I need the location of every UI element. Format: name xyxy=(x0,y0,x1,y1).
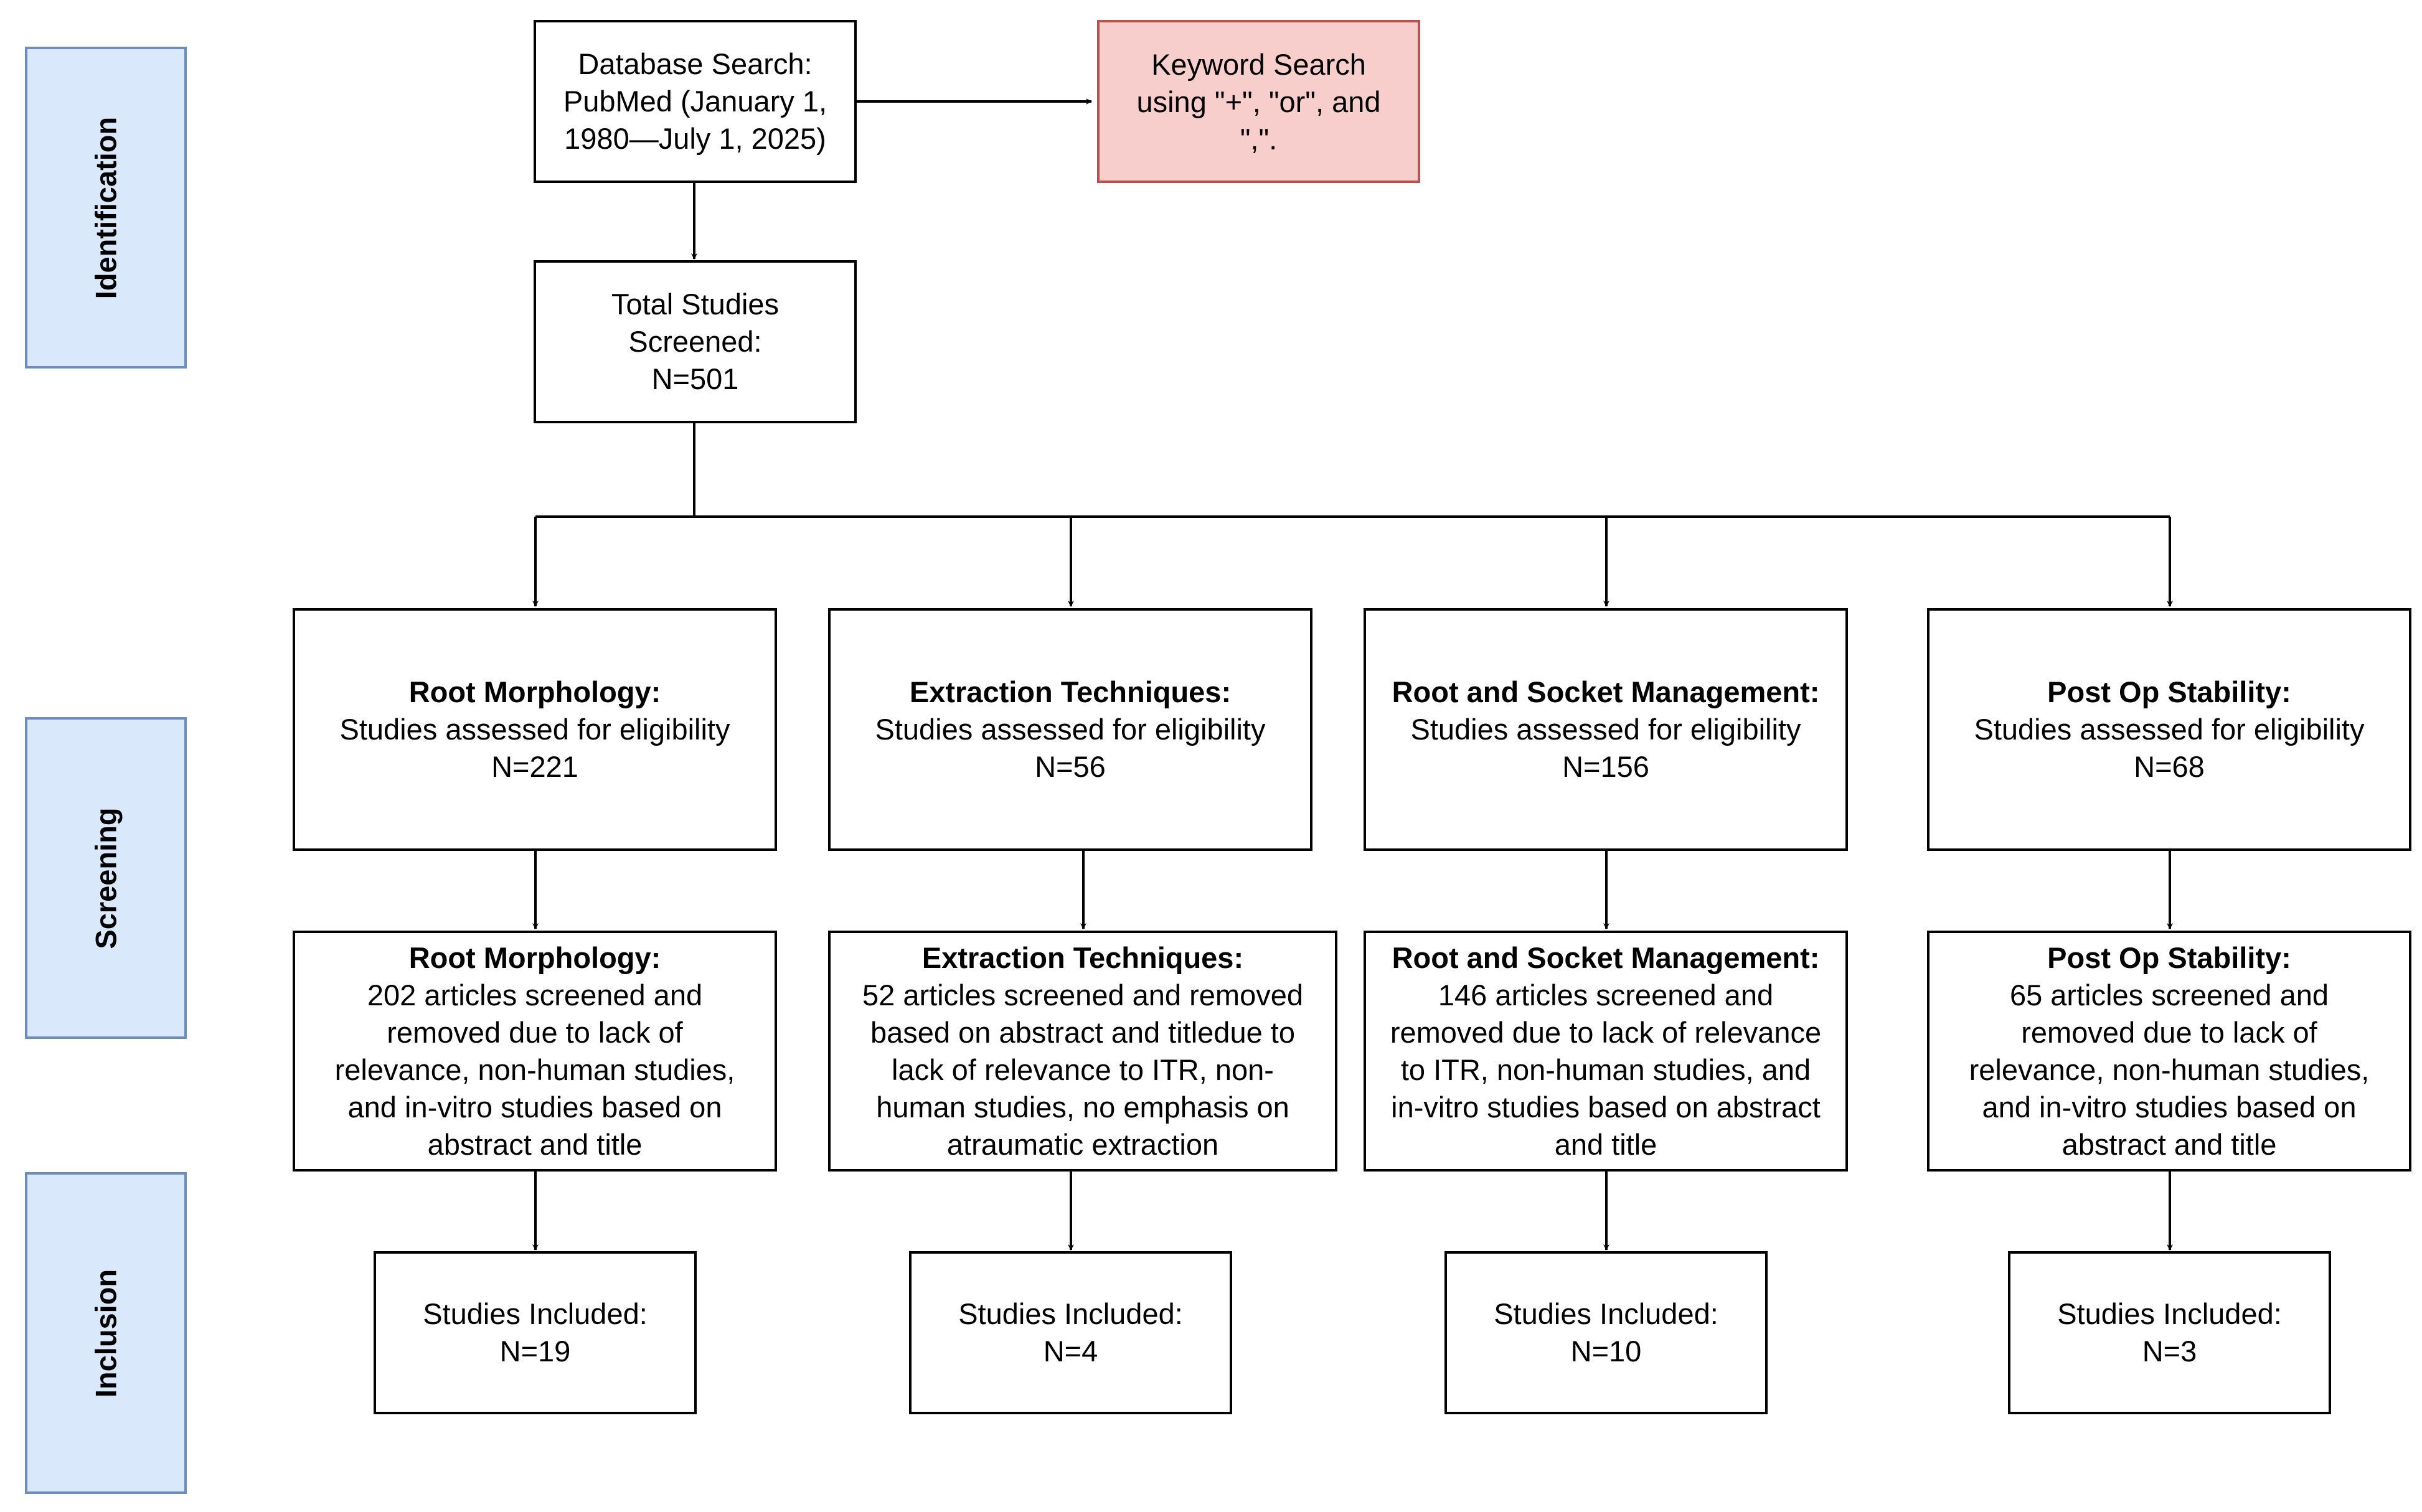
eligibility-text: Studies assessed for eligibility xyxy=(1410,713,1801,746)
database-search-line-1: Database Search: xyxy=(578,47,813,80)
database-search-box: Database Search: PubMed (January 1, 1980… xyxy=(534,20,857,183)
database-search-line-3: 1980—July 1, 2025) xyxy=(564,122,826,155)
screened-box-extraction-techniques: Extraction Techniques: 52 articles scree… xyxy=(828,931,1337,1172)
screened-line: to ITR, non-human studies, and xyxy=(1400,1053,1811,1086)
keyword-search-line-3: ",". xyxy=(1240,123,1278,156)
total-studies-line-2: Screened: xyxy=(628,325,762,358)
screened-line: lack of relevance to ITR, non- xyxy=(892,1053,1274,1086)
screened-line: and title xyxy=(1554,1127,1657,1161)
eligibility-box-post-op-stability: Post Op Stability: Studies assessed for … xyxy=(1927,608,2411,851)
screened-line: removed due to lack of relevance xyxy=(1390,1015,1822,1049)
included-count: N=10 xyxy=(1570,1335,1642,1368)
included-box-root-morphology: Studies Included: N=19 xyxy=(374,1251,697,1414)
total-studies-box: Total Studies Screened: N=501 xyxy=(534,260,857,423)
eligibility-title: Root Morphology: xyxy=(408,675,661,708)
eligibility-count: N=56 xyxy=(1035,750,1106,783)
screened-line: abstract and title xyxy=(427,1127,643,1161)
screened-line: removed due to lack of xyxy=(387,1015,683,1049)
included-label: Studies Included: xyxy=(2057,1297,2282,1330)
eligibility-text: Studies assessed for eligibility xyxy=(1974,713,2365,746)
screened-line: abstract and title xyxy=(2062,1127,2277,1161)
phase-inclusion: Inclusion xyxy=(25,1172,187,1494)
phase-screening-label: Screening xyxy=(89,807,123,949)
included-box-post-op-stability: Studies Included: N=3 xyxy=(2008,1251,2331,1414)
screened-line: relevance, non-human studies, xyxy=(1969,1053,2370,1086)
included-count: N=3 xyxy=(2142,1335,2197,1368)
included-box-extraction-techniques: Studies Included: N=4 xyxy=(909,1251,1232,1414)
screened-line: human studies, no emphasis on xyxy=(876,1090,1289,1124)
eligibility-title: Root and Socket Management: xyxy=(1392,675,1820,708)
keyword-search-box: Keyword Search using "+", "or", and ",". xyxy=(1097,20,1420,183)
screened-line: atraumatic extraction xyxy=(946,1127,1219,1161)
screened-line: and in-vitro studies based on xyxy=(347,1090,722,1124)
phase-inclusion-label: Inclusion xyxy=(89,1269,123,1397)
screened-title: Root Morphology: xyxy=(408,941,661,974)
included-label: Studies Included: xyxy=(1494,1297,1718,1330)
eligibility-title: Post Op Stability: xyxy=(2047,675,2291,708)
total-studies-line-3: N=501 xyxy=(651,362,739,395)
screened-box-post-op-stability: Post Op Stability: 65 articles screened … xyxy=(1927,931,2411,1172)
eligibility-box-extraction-techniques: Extraction Techniques: Studies assessed … xyxy=(828,608,1312,851)
eligibility-box-root-socket-management: Root and Socket Management: Studies asse… xyxy=(1364,608,1848,851)
screened-line: removed due to lack of xyxy=(2021,1015,2317,1049)
total-studies-line-1: Total Studies xyxy=(611,288,780,321)
branch-line xyxy=(535,423,2170,518)
screened-title: Root and Socket Management: xyxy=(1392,941,1820,974)
phase-identification: Identification xyxy=(25,47,187,369)
eligibility-count: N=221 xyxy=(491,750,578,783)
screened-box-root-socket-management: Root and Socket Management: 146 articles… xyxy=(1364,931,1848,1172)
phase-screening: Screening xyxy=(25,717,187,1039)
keyword-search-line-2: using "+", "or", and xyxy=(1136,85,1381,118)
screened-line: 146 articles screened and xyxy=(1438,978,1774,1012)
screened-line: relevance, non-human studies, xyxy=(334,1053,735,1086)
screened-line: 202 articles screened and xyxy=(367,978,703,1012)
included-label: Studies Included: xyxy=(423,1297,648,1330)
included-count: N=19 xyxy=(499,1335,571,1368)
screened-title: Post Op Stability: xyxy=(2047,941,2291,974)
database-search-line-2: PubMed (January 1, xyxy=(563,85,827,118)
screened-line: in-vitro studies based on abstract xyxy=(1391,1090,1821,1124)
keyword-search-line-1: Keyword Search xyxy=(1151,48,1366,81)
screened-line: 65 articles screened and xyxy=(2009,978,2329,1012)
eligibility-count: N=68 xyxy=(2134,750,2205,783)
included-box-root-socket-management: Studies Included: N=10 xyxy=(1444,1251,1768,1414)
screened-title: Extraction Techniques: xyxy=(921,941,1244,974)
screened-line: and in-vitro studies based on xyxy=(1982,1090,2357,1124)
eligibility-text: Studies assessed for eligibility xyxy=(339,713,730,746)
screened-line: 52 articles screened and removed xyxy=(862,978,1303,1012)
eligibility-title: Extraction Techniques: xyxy=(909,675,1232,708)
eligibility-text: Studies assessed for eligibility xyxy=(875,713,1266,746)
eligibility-count: N=156 xyxy=(1562,750,1649,783)
eligibility-box-root-morphology: Root Morphology: Studies assessed for el… xyxy=(293,608,777,851)
screened-line: based on abstract and titledue to xyxy=(870,1015,1295,1049)
included-count: N=4 xyxy=(1043,1335,1098,1368)
screened-box-root-morphology: Root Morphology: 202 articles screened a… xyxy=(293,931,777,1172)
phase-identification-label: Identification xyxy=(89,116,123,299)
included-label: Studies Included: xyxy=(958,1297,1183,1330)
